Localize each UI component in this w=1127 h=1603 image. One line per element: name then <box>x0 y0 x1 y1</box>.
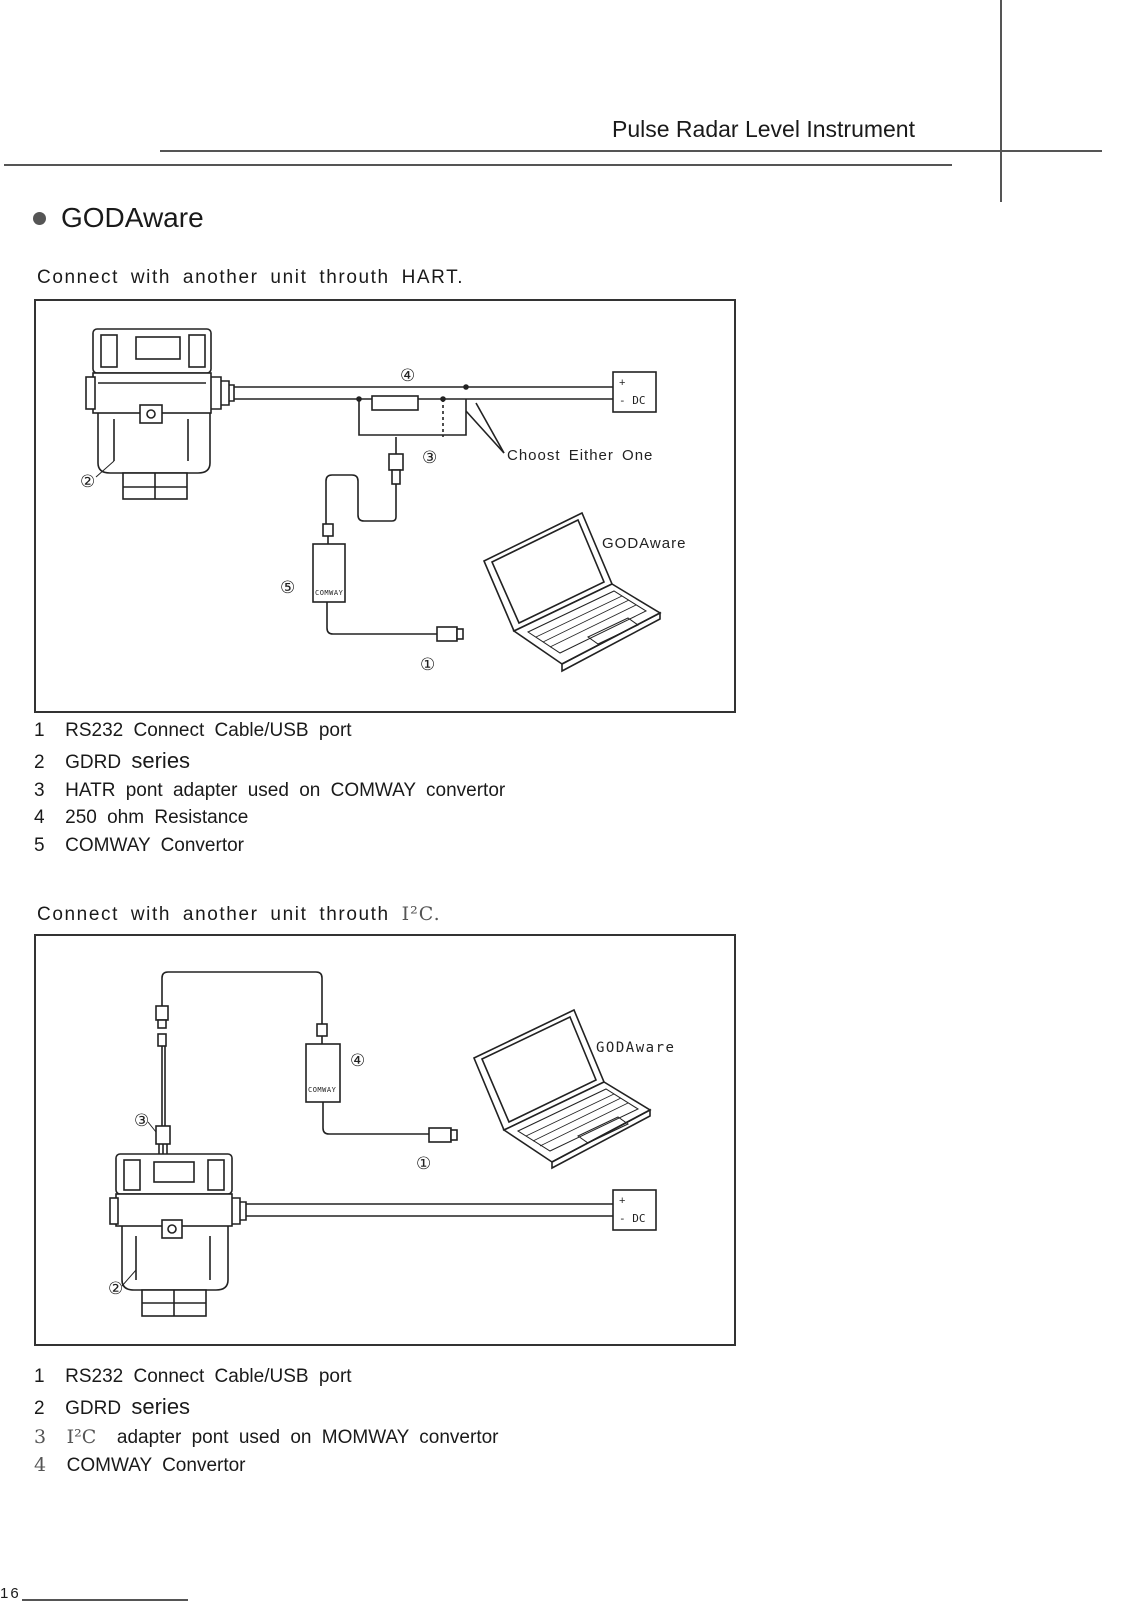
diagram2-caption: Connect with another unit throuth I²C. <box>37 903 441 925</box>
callout-3: ③ <box>134 1111 149 1130</box>
dc-plus-label: + <box>619 377 625 389</box>
godaware-software-label: GODAware <box>596 1040 675 1056</box>
dc-supply <box>612 371 657 413</box>
dc-plus-label: + <box>619 1195 625 1207</box>
callout-5: ⑤ <box>280 578 295 597</box>
laptop <box>482 511 662 673</box>
godaware-software-label: GODAware <box>602 535 686 552</box>
legend-item: 3 HATR pont adapter used on COMWAY conve… <box>34 780 506 801</box>
header-bottom-rule <box>4 164 952 166</box>
section-title: GODAware <box>61 202 204 233</box>
legend-item: 3 I²C adapter pont used on MOMWAY conver… <box>34 1426 499 1448</box>
callout-4: ④ <box>350 1051 365 1070</box>
laptop <box>472 1008 652 1170</box>
comway-convertor <box>312 543 346 603</box>
comway-convertor-label: COMWAY <box>308 1086 337 1094</box>
section-bullet <box>33 212 46 225</box>
diagram1-caption: Connect with another unit throuth HART. <box>37 267 465 288</box>
rs232-plug <box>436 626 458 642</box>
radar-instrument <box>109 1153 247 1317</box>
callout-2: ② <box>108 1279 123 1298</box>
diagram1-hart-connection: + - DC Choost Either One GODAware COMWAY… <box>34 299 736 713</box>
legend-item: 4 COMWAY Convertor <box>34 1454 246 1476</box>
callout-3: ③ <box>422 448 437 467</box>
running-header-title: Pulse Radar Level Instrument <box>612 116 915 142</box>
diagram2-i2c-connection: + - DC GODAware COMWAY ④ ③ ① ② <box>34 934 736 1346</box>
footer-rule <box>22 1599 188 1601</box>
diagram1-drawing: + - DC Choost Either One GODAware COMWAY… <box>80 328 686 674</box>
callout-1: ① <box>420 655 435 674</box>
header-top-rule <box>160 150 1102 152</box>
legend-item: 2 GDRD series <box>34 1394 191 1419</box>
callout-2: ② <box>80 472 95 491</box>
page-number: 16 <box>0 1585 21 1602</box>
legend-item: 1 RS232 Connect Cable/USB port <box>34 1366 352 1387</box>
header-vertical-rule <box>1000 0 1002 202</box>
comway-convertor-label: COMWAY <box>315 589 344 597</box>
dc-minus-label: - DC <box>619 394 646 407</box>
dc-supply <box>612 1189 657 1231</box>
rs232-plug <box>428 1127 452 1143</box>
legend-item: 4 250 ohm Resistance <box>34 807 249 828</box>
choose-either-one-label: Choost Either One <box>507 447 653 464</box>
radar-instrument <box>85 328 235 500</box>
legend-item: 2 GDRD series <box>34 748 191 773</box>
legend-item: 1 RS232 Connect Cable/USB port <box>34 720 352 741</box>
callout-4: ④ <box>400 366 415 385</box>
dc-minus-label: - DC <box>619 1212 646 1225</box>
callout-1: ① <box>416 1154 431 1173</box>
resistor-250-ohm <box>371 395 419 411</box>
legend-item: 5 COMWAY Convertor <box>34 835 244 856</box>
diagram2-drawing: + - DC GODAware COMWAY ④ ③ ① ② <box>108 971 675 1317</box>
